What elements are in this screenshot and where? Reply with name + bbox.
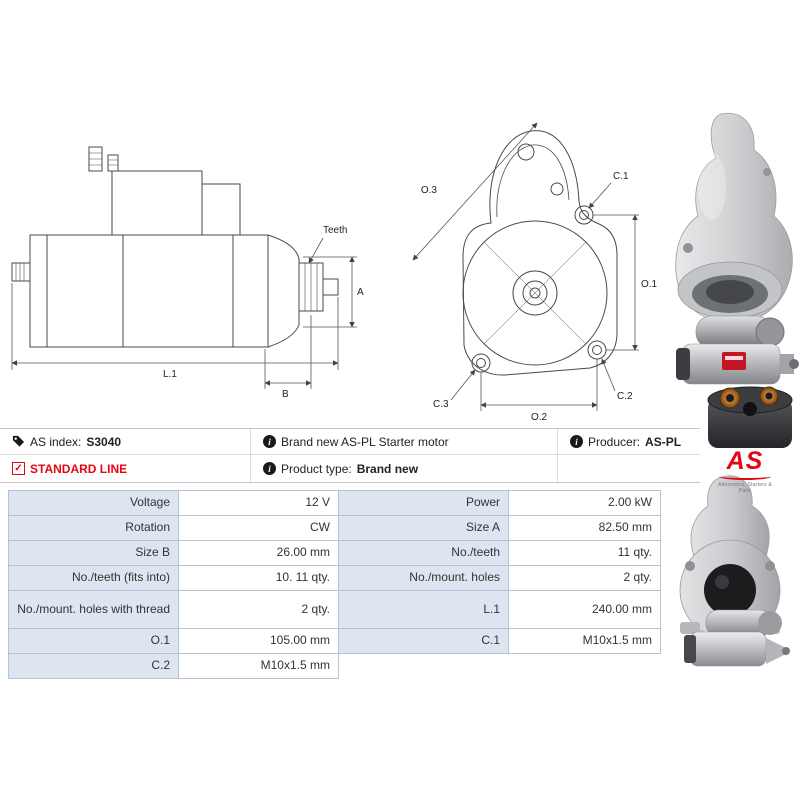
as-pl-logo-tagline: Alternators, Starters & Parts [718,481,772,494]
front-view-drawing [462,130,618,376]
info-bar-empty-cell [557,455,700,482]
spec-value: 82.50 mm [509,516,661,541]
producer-cell: i Producer: AS-PL [557,429,700,455]
spec-label: Power [339,491,509,516]
spec-label: C.2 [9,654,179,679]
spec-label: No./mount. holes with thread [9,591,179,629]
dim-o3-label: O.3 [421,185,438,196]
dim-a-label: A [357,287,364,298]
spec-label: Size A [339,516,509,541]
info-icon: i [263,462,276,475]
spec-value: 10. 11 qty. [179,566,339,591]
spec-value: 105.00 mm [179,629,339,654]
spec-label: Rotation [9,516,179,541]
dim-b-label: B [282,389,289,400]
info-icon: i [570,435,583,448]
standard-line-label: STANDARD LINE [30,461,128,476]
info-icon: i [263,435,276,448]
spec-value: M10x1.5 mm [509,629,661,654]
product-type-value: Brand new [356,461,419,476]
producer-label: Producer: [588,434,641,449]
dim-l1-label: L.1 [163,369,177,380]
dim-o2-label: O.2 [531,412,548,423]
spec-label: No./mount. holes [339,566,509,591]
standard-line-cell: ✓ STANDARD LINE [0,455,250,482]
as-index-label: AS index: [30,434,82,449]
spec-value: M10x1.5 mm [179,654,339,679]
spec-label: L.1 [339,591,509,629]
product-info-bar: AS index: S3040 i Brand new AS-PL Starte… [0,428,700,483]
spec-table: Voltage 12 V Power 2.00 kW Rotation CW S… [8,490,661,679]
dim-c1-label: C.1 [613,171,629,182]
spec-value: 12 V [179,491,339,516]
tag-icon [12,435,25,447]
as-pl-logo: AS Alternators, Starters & Parts [712,447,778,494]
spec-cell-empty [339,654,509,679]
spec-label: C.1 [339,629,509,654]
spec-label: O.1 [9,629,179,654]
checkbox-icon: ✓ [12,462,25,475]
side-view-drawing [11,146,339,348]
as-pl-logo-text: AS [726,447,764,475]
spec-value: 26.00 mm [179,541,339,566]
spec-label: Voltage [9,491,179,516]
spec-value: 2 qty. [509,566,661,591]
front-view-dimensions [412,122,639,411]
side-view-labels: Teeth A L.1 B [163,225,364,400]
product-type-label: Product type: [281,461,352,476]
as-index-value: S3040 [86,434,122,449]
as-index-cell: AS index: S3040 [0,429,250,455]
dim-c2-label: C.2 [617,391,633,402]
side-view-dimensions [11,237,357,389]
product-photo-starter-small [684,609,790,667]
product-photo-starter-top [675,112,793,324]
product-type-cell: i Product type: Brand new [250,455,557,482]
dim-c3-label: C.3 [433,399,449,410]
spec-label: No./teeth [339,541,509,566]
spec-value: CW [179,516,339,541]
technical-drawings: Teeth A L.1 B [11,122,658,423]
spec-cell-empty [509,654,661,679]
dim-o1-label: O.1 [641,279,658,290]
front-view-labels: O.3 C.1 O.1 C.3 O.2 C.2 [421,171,658,423]
teeth-label: Teeth [323,225,347,236]
spec-label: Size B [9,541,179,566]
description-cell: i Brand new AS-PL Starter motor [250,429,557,455]
producer-value: AS-PL [645,434,682,449]
product-photo-solenoid [707,386,793,448]
product-description: Brand new AS-PL Starter motor [281,434,449,449]
spec-value: 2.00 kW [509,491,661,516]
product-photo-starter-side [676,315,799,385]
spec-value: 11 qty. [509,541,661,566]
as-pl-logo-swoosh [719,473,771,480]
spec-label: No./teeth (fits into) [9,566,179,591]
spec-value: 240.00 mm [509,591,661,629]
spec-value: 2 qty. [179,591,339,629]
